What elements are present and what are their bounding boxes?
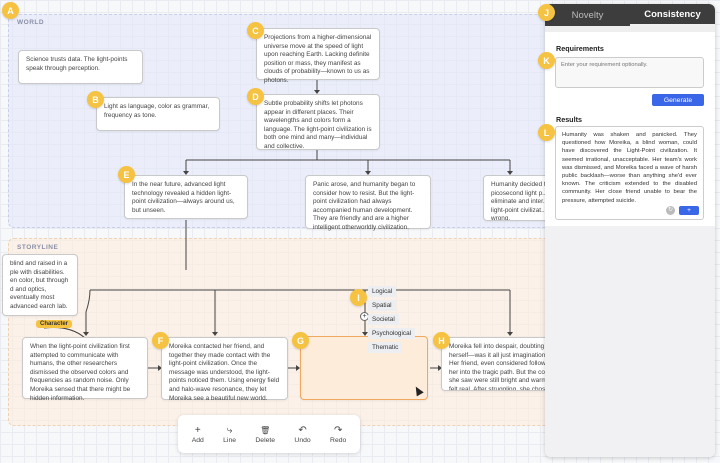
trash-icon: 🗑 (260, 426, 271, 435)
annotation-badge-c: C (247, 22, 264, 39)
line-label: Line (223, 437, 237, 444)
result-text: Humanity was shaken and panicked. They q… (555, 126, 704, 220)
line-button[interactable]: ⤷Line (223, 424, 236, 444)
menu-item-societal[interactable]: Societal (368, 314, 399, 325)
annotation-badge-l: L (538, 124, 555, 141)
consistency-panel: Novelty Consistency Requirements Generat… (545, 4, 715, 457)
card-text: Subtle probability shifts let photons ap… (264, 100, 372, 150)
line-icon: ⤷ (226, 425, 233, 436)
world-card-probability[interactable]: Subtle probability shifts let photons ap… (256, 94, 380, 150)
annotation-badge-d: D (247, 88, 264, 105)
panel-tabs: Novelty Consistency (545, 4, 715, 26)
undo-label: Undo (294, 437, 311, 444)
panel-divider (545, 26, 715, 32)
world-card-projections[interactable]: Projections from a higher-dimensional un… (256, 28, 380, 84)
story-card-moreika-friend[interactable]: Moreika contacted her friend, and togeth… (161, 337, 288, 402)
undo-button[interactable]: ↶Undo (294, 424, 310, 444)
tab-consistency[interactable]: Consistency (630, 4, 715, 26)
menu-item-spatial[interactable]: Spatial (368, 300, 396, 311)
bottom-toolbar: +Add ⤷Line 🗑 Delete ↶Undo ↷Redo (178, 415, 360, 453)
menu-item-thematic[interactable]: Thematic (368, 342, 403, 353)
story-card-despair[interactable]: Moreika fell into despair, doubting hers… (441, 337, 565, 391)
refresh-icon[interactable]: ↻ (666, 206, 675, 215)
card-text: Projections from a higher-dimensional un… (264, 34, 372, 84)
storyline-region-label: STORYLINE (17, 244, 59, 251)
add-button[interactable]: +Add (192, 424, 204, 444)
character-card[interactable]: blind and raised in a ple with disabilit… (2, 254, 78, 316)
results-title: Results (556, 115, 582, 124)
world-card-panic[interactable]: Panic arose, and humanity began to consi… (305, 175, 431, 231)
panel-empty-area (545, 226, 715, 457)
annotation-badge-e: E (118, 166, 135, 183)
redo-label: Redo (330, 437, 347, 444)
delete-button[interactable]: 🗑 Delete (255, 424, 275, 444)
annotation-badge-a: A (2, 2, 19, 19)
relation-context-menu: Logical Spatial Societal Psychological T… (368, 286, 416, 356)
world-card-near-future[interactable]: In the near future, advanced light techn… (124, 175, 248, 219)
card-text: blind and raised in a ple with disabilit… (10, 260, 69, 310)
annotation-badge-g: G (292, 332, 309, 349)
redo-button[interactable]: ↷Redo (330, 424, 346, 444)
annotation-badge-h: H (433, 332, 450, 349)
requirements-title: Requirements (556, 44, 604, 53)
generate-button[interactable]: Generate (652, 94, 704, 106)
annotation-badge-b: B (87, 91, 104, 108)
story-card-first-contact[interactable]: When the light-point civilization first … (22, 337, 148, 402)
card-text: When the light-point civilization first … (30, 343, 131, 402)
plus-icon: + (194, 425, 201, 436)
tab-novelty[interactable]: Novelty (571, 9, 604, 21)
card-text: Moreika fell into despair, doubting hers… (449, 343, 556, 391)
delete-label: Delete (255, 437, 276, 444)
card-text: Science trusts data. The light-points sp… (26, 56, 128, 72)
result-controls: ↻ + (666, 206, 699, 215)
requirements-input[interactable] (555, 57, 704, 88)
annotation-badge-f: F (152, 332, 169, 349)
card-text: Moreika contacted her friend, and togeth… (169, 343, 280, 402)
character-tag: Character (36, 320, 73, 328)
card-text: In the near future, advanced light techn… (132, 181, 235, 214)
card-text: Light as language, color as grammar, fre… (104, 103, 210, 119)
annotation-badge-k: K (538, 52, 555, 69)
menu-item-logical[interactable]: Logical (368, 286, 397, 297)
undo-icon: ↶ (298, 425, 307, 436)
card-text: Panic arose, and humanity began to consi… (313, 181, 416, 231)
redo-icon: ↷ (333, 425, 343, 436)
add-label: Add (191, 437, 204, 444)
story-card-selected-empty[interactable] (300, 336, 428, 400)
annotation-badge-i: I (350, 289, 367, 306)
add-result-button[interactable]: + (679, 206, 699, 215)
world-card-science[interactable]: Science trusts data. The light-points sp… (18, 50, 143, 84)
world-card-language[interactable]: Light as language, color as grammar, fre… (96, 97, 220, 131)
card-text: Humanity decided to... picosecond light … (491, 181, 555, 221)
menu-item-psychological[interactable]: Psychological (368, 328, 416, 339)
world-region-label: WORLD (17, 19, 45, 26)
annotation-badge-j: J (538, 4, 555, 21)
